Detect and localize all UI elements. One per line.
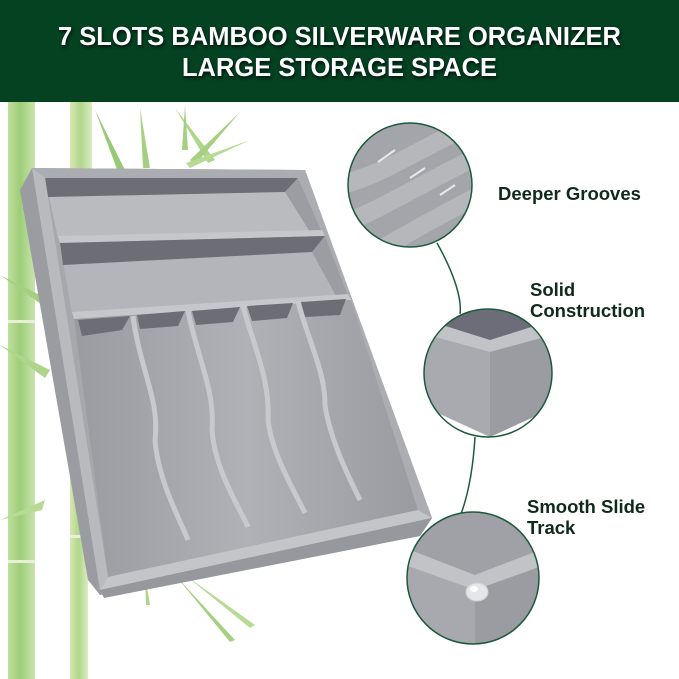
feature-label-deeper-grooves: Deeper Grooves [498,183,641,204]
title-banner: 7 SLOTS BAMBOO SILVERWARE ORGANIZER LARG… [0,0,679,102]
title-line-2: LARGE STORAGE SPACE [181,54,497,82]
bumper-closeup-circle [406,511,540,645]
product-scene [0,102,553,679]
corner-closeup-circle [423,308,553,438]
connector-line-2 [460,436,476,515]
silverware-organizer-image [20,168,432,598]
feature-label-smooth-slide-track: Smooth Slide Track [527,496,645,538]
feature-label-line: Smooth Slide [527,496,646,517]
title-line-1: 7 SLOTS BAMBOO SILVERWARE ORGANIZER [58,23,621,51]
feature-label-solid-construction: Solid Construction [530,279,645,321]
feature-label-line: Solid [530,279,576,300]
feature-label-line: Construction [530,300,646,321]
connector-line-1 [436,242,462,315]
feature-label-line: Track [527,517,576,538]
groove-closeup-circle [347,122,473,248]
